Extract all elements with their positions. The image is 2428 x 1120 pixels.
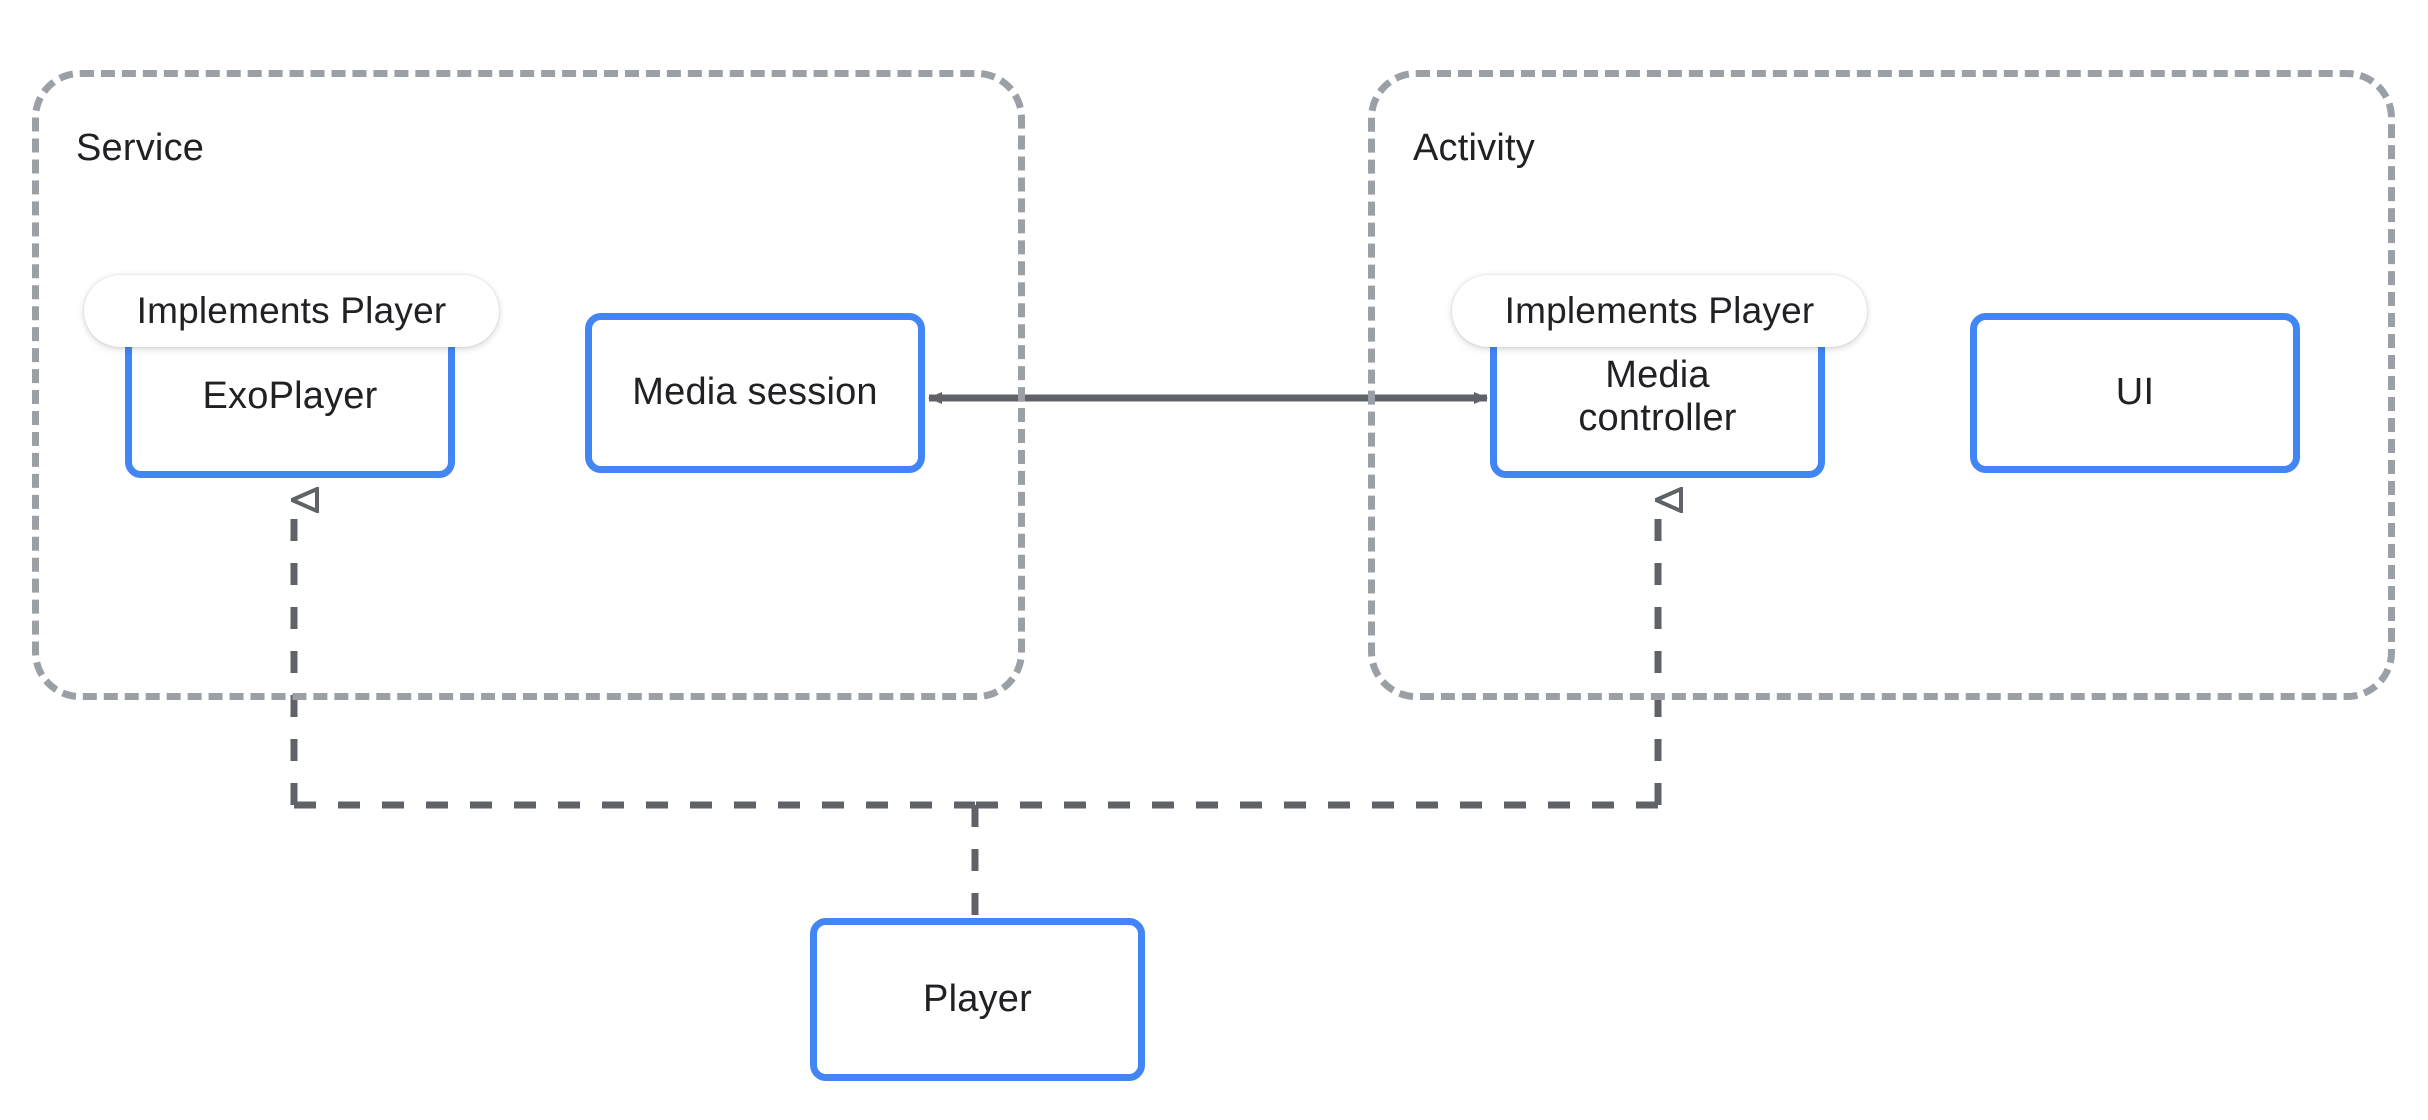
container-service-label: Service <box>76 127 205 169</box>
container-activity-label: Activity <box>1413 127 1535 169</box>
node-exoplayer-label: ExoPlayer <box>202 375 378 418</box>
node-media-controller-label-line2: controller <box>1578 397 1737 439</box>
node-ui-label: UI <box>2115 371 2155 414</box>
node-player[interactable]: Player <box>810 918 1145 1081</box>
node-player-label: Player <box>923 977 1032 1020</box>
node-media-controller-label-line1: Media <box>1605 353 1710 396</box>
node-ui[interactable]: UI <box>1970 313 2300 473</box>
node-media-session-label: Media session <box>632 371 878 414</box>
pill-implements-player-media-controller: Implements Player <box>1452 275 1867 347</box>
node-media-session[interactable]: Media session <box>585 313 925 473</box>
container-service <box>32 70 1025 700</box>
pill-implements-player-media-controller-label: Implements Player <box>1504 290 1815 331</box>
container-activity <box>1368 70 2395 700</box>
pill-implements-player-exoplayer-label: Implements Player <box>136 290 447 331</box>
node-media-controller-label: Media controller <box>1578 354 1736 441</box>
pill-implements-player-exoplayer: Implements Player <box>84 275 499 347</box>
